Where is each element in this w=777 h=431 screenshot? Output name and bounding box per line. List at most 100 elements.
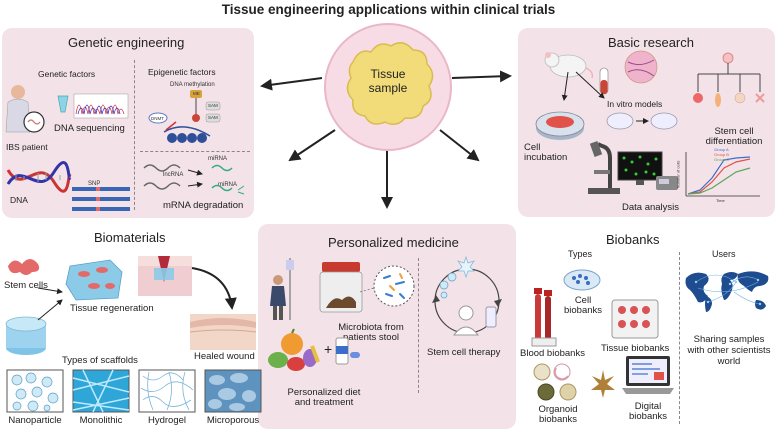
ibs-patient-icon [5, 85, 45, 133]
personalized-title: Personalized medicine [328, 235, 459, 250]
me-label: ME [193, 91, 200, 96]
sam1-label: SAM [208, 103, 218, 108]
arrow-to-genetic [260, 77, 323, 91]
chart-xlabel: Time [716, 198, 725, 203]
patient-iv-icon [270, 258, 294, 320]
dnmt-label: DNMT [151, 116, 164, 121]
chart-legend-c: Group C [714, 157, 730, 162]
growth-chart [685, 152, 760, 197]
digital-biobanks-label: Digital biobanks [620, 402, 676, 422]
lncrna-label: lncRNA [163, 172, 184, 178]
cell-incubation-line1: Cell [524, 142, 541, 153]
cell-biobanks-label: Cell biobanks [558, 296, 608, 316]
data-analysis-label: Data analysis [622, 202, 680, 213]
dna-helix-icon [6, 161, 72, 193]
microbiota-zoom-icon [359, 265, 415, 307]
snp-label: SNP [88, 181, 101, 187]
sharing-samples-label: Sharing samples with other scientists wo… [682, 334, 776, 367]
tube-icon [599, 67, 609, 95]
sam2-label: SAM [208, 115, 218, 120]
organoid-line1: Organoid [538, 404, 578, 415]
basic-arrows [561, 71, 605, 101]
biobanks-divider [679, 252, 680, 424]
svg-text:+: + [324, 341, 332, 357]
users-label: Users [712, 249, 736, 259]
tissue-biobank-icon [611, 299, 659, 339]
diet-label: Personalized diet and treatment [272, 388, 376, 408]
bio-arrows [37, 287, 63, 321]
in-vitro-label: In vitro models [607, 99, 663, 109]
stem-cell-diff-label: Stem cell differentiation [696, 127, 772, 147]
methylation-icon [148, 90, 221, 143]
digital-line2: biobanks [628, 411, 668, 422]
stem-cells-icon [8, 259, 40, 275]
biomaterials-title: Biomaterials [94, 230, 166, 245]
stem-cell-tree-icon [693, 52, 765, 107]
sharing-line3: world [717, 356, 741, 367]
mirna-bottom-label: miRNA [218, 182, 237, 188]
personalized-divider [418, 258, 419, 393]
genetic-divider-h [140, 151, 250, 152]
tissue-label-line1: Tissue [370, 67, 406, 81]
scaffold-microporous [204, 369, 262, 413]
healing-arrow [191, 267, 237, 310]
microbiota-label: Microbiota from patients stool [326, 323, 416, 343]
microbiota-line2: patients stool [343, 332, 399, 343]
ibs-patient-label: IBS patient [6, 142, 48, 152]
cell-biobanks-line2: biobanks [563, 305, 603, 316]
organoid-biobank-icon [533, 363, 577, 401]
cell-biobanks-line1: Cell [574, 295, 592, 306]
cell-incubation-line2: incubation [524, 152, 568, 163]
snp-sequences [72, 187, 130, 211]
scaffold-nanoparticle-label: Nanoparticle [8, 415, 62, 426]
cell-biobank-icon [563, 269, 601, 291]
tissue-sample-graphic [324, 23, 452, 151]
scaffold-monolithic-label: Monolithic [79, 415, 123, 426]
incubation-icon [535, 111, 585, 140]
analyzer-icon [656, 176, 678, 190]
mrna-degradation-label: mRNA degradation [163, 200, 244, 211]
organoid-line2: biobanks [538, 414, 578, 425]
scaffold-hydrogel-label: Hydrogel [147, 415, 187, 426]
tissue-regeneration-icon [65, 259, 123, 301]
diet-icon: + [268, 328, 360, 371]
mouse-icon [544, 52, 594, 79]
genetic-factors-label: Genetic factors [38, 69, 96, 79]
stem-cells-label: Stem cells [4, 280, 48, 291]
laptop-icon [622, 356, 674, 394]
cell-incubation-label: Cell incubation [524, 143, 567, 163]
tissue-regeneration-label: Tissue regeneration [70, 303, 154, 314]
genetic-title: Genetic engineering [68, 35, 185, 50]
diet-line2: and treatment [294, 397, 354, 408]
stem-cell-therapy-icon [432, 255, 502, 336]
blood-biobank-icon [531, 288, 557, 347]
arrow-to-biomaterials [288, 129, 336, 162]
types-of-scaffolds-label: Types of scaffolds [62, 355, 138, 366]
healed-wound-label: Healed wound [194, 351, 255, 362]
arrow-to-basic [451, 70, 512, 83]
dna-sequencing-icon [57, 93, 129, 119]
tissue-histology-icon [624, 50, 658, 84]
organoid-biobanks-label: Organoid biobanks [530, 405, 586, 425]
monitor-icon [617, 151, 663, 185]
scaffold-monolithic [72, 369, 130, 413]
figure-title: Tissue engineering applications within c… [221, 2, 556, 17]
scaffold-hydrogel [138, 369, 196, 413]
healed-wound-icon [189, 314, 257, 350]
types-label: Types [568, 249, 593, 259]
tissue-biobanks-label: Tissue biobanks [601, 343, 670, 354]
microscope-icon [588, 141, 620, 194]
microbiota-line1: Microbiota from [338, 322, 404, 333]
wound-icon [138, 256, 192, 296]
dna-label: DNA [10, 195, 28, 205]
sharing-line2: with other scientists [687, 345, 771, 356]
mirna-top-label: miRNA [208, 156, 227, 162]
sharing-line1: Sharing samples [693, 334, 765, 345]
star-cell-icon [591, 370, 615, 398]
dna-methylation-label: DNA methylation [170, 82, 215, 88]
stool-jar-icon [319, 262, 363, 313]
digital-line1: Digital [634, 401, 662, 412]
biobanks-title: Biobanks [606, 232, 660, 247]
world-map-icon [685, 271, 769, 312]
